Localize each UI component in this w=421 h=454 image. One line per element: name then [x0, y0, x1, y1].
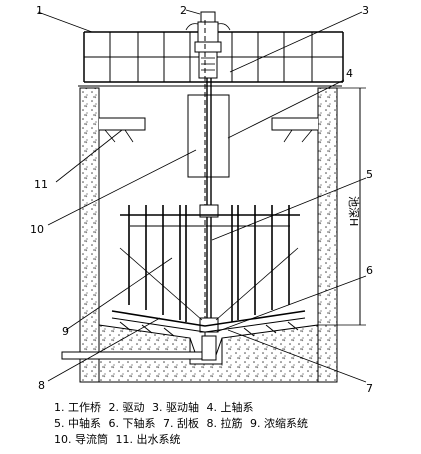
callout-3: 3: [362, 4, 369, 17]
work-bridge: [78, 31, 344, 87]
guide-drum: [187, 94, 230, 178]
drive-shaft: [199, 20, 219, 361]
legend-item-work-bridge: 1. 工作桥: [54, 401, 101, 414]
legend-item-scraper: 7. 刮板: [163, 417, 199, 430]
callout-6: 6: [366, 264, 373, 277]
legend-row-1: 1. 工作桥 2. 驱动 3. 驱动轴 4. 上轴系: [54, 400, 384, 416]
callout-1: 1: [36, 4, 43, 17]
legend-item-middle-shaft: 5. 中轴系: [54, 417, 101, 430]
legend-item-guide-drum: 10. 导流筒: [54, 433, 108, 446]
legend-item-lower-shaft: 6. 下轴系: [108, 417, 156, 430]
legend-row-3: 10. 导流筒 11. 出水系统: [54, 432, 384, 448]
rake-arms: [111, 247, 306, 337]
leader-lines: [37, 9, 367, 383]
callout-9: 9: [62, 325, 69, 338]
legend-item-tie-rod: 8. 拉筋: [206, 417, 243, 430]
depth-dimension: 池深H: [318, 87, 366, 326]
legend: 1. 工作桥 2. 驱动 3. 驱动轴 4. 上轴系 5. 中轴系 6. 下轴系…: [54, 400, 384, 448]
callout-7: 7: [366, 382, 373, 395]
right-wall: [317, 87, 338, 383]
picket-rack: [120, 205, 300, 322]
left-wall: [79, 87, 100, 383]
depth-label: 池深H: [347, 196, 360, 226]
tank-structure: [61, 87, 338, 383]
callout-4: 4: [346, 67, 353, 80]
legend-item-outlet-system: 11. 出水系统: [115, 433, 181, 446]
outlet-system: [99, 117, 318, 143]
legend-row-2: 5. 中轴系 6. 下轴系 7. 刮板 8. 拉筋 9. 浓缩系统: [54, 416, 384, 432]
legend-item-upper-shaft: 4. 上轴系: [206, 401, 254, 414]
callout-5: 5: [366, 168, 373, 181]
legend-item-drive-shaft: 3. 驱动轴: [152, 401, 199, 414]
legend-item-drive: 2. 驱动: [108, 401, 145, 414]
callout-10: 10: [30, 223, 44, 236]
legend-item-thickening-system: 9. 浓缩系统: [250, 417, 308, 430]
sludge-pipe: [61, 351, 203, 360]
drive-unit: [185, 11, 231, 79]
callout-2: 2: [180, 4, 187, 17]
callout-11: 11: [34, 178, 48, 191]
callout-8: 8: [38, 379, 45, 392]
